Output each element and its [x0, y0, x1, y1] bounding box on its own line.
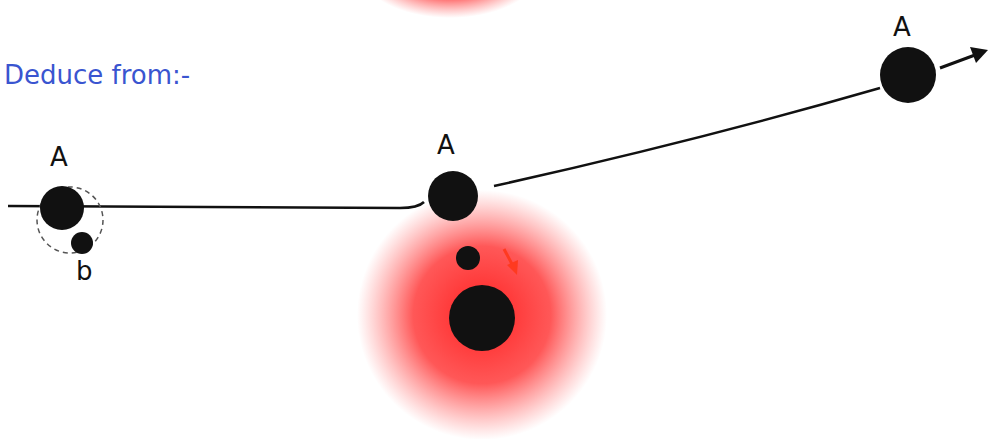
body-label: A: [437, 130, 455, 160]
trajectory: [494, 88, 880, 186]
star-a: [40, 186, 84, 230]
velocity-arrow: [940, 55, 975, 68]
body-label: A: [893, 12, 911, 42]
heading: Deduce from:-: [4, 60, 190, 90]
star-a: [880, 47, 936, 103]
glow-mass: [357, 190, 607, 439]
velocity-arrowhead: [970, 47, 988, 63]
star-a: [428, 171, 478, 221]
star-b: [71, 232, 93, 254]
body-label: b: [76, 256, 93, 286]
glow-top: [360, 0, 540, 18]
orbit: [37, 187, 103, 253]
massive-body: [449, 285, 515, 351]
body-label: A: [50, 142, 68, 172]
red-arrow-head: [507, 260, 518, 275]
star-b: [456, 246, 480, 270]
